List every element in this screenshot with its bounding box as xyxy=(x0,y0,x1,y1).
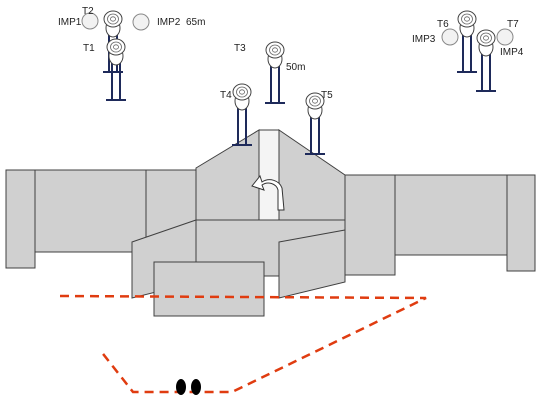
no-shoot-disc-icon xyxy=(441,28,459,46)
no-shoot-disc-icon xyxy=(496,28,514,46)
label-t6: T6 xyxy=(437,19,449,30)
label-t5: T5 xyxy=(321,90,333,101)
wall-front-box xyxy=(153,261,265,317)
wall-far-left-end xyxy=(5,169,36,269)
label-t2: T2 xyxy=(82,6,94,17)
no-shoot-disc-icon xyxy=(132,13,150,31)
wall-inner-right-angled xyxy=(278,229,346,299)
steel-target-icon xyxy=(264,41,286,104)
steel-target-icon xyxy=(456,10,478,73)
steel-target-icon xyxy=(475,29,497,92)
label-t7: T7 xyxy=(507,19,519,30)
label-imp1: IMP1 xyxy=(58,17,82,28)
wall-far-right-end xyxy=(506,174,536,272)
wall-right-mid xyxy=(344,174,396,276)
port-opening xyxy=(258,129,280,221)
label-distance-50: 50m xyxy=(286,62,305,73)
label-distance-65: 65m xyxy=(186,17,205,28)
label-imp3: IMP3 xyxy=(412,34,436,45)
shooter-footprints-icon xyxy=(191,379,201,395)
label-imp2: IMP2 xyxy=(157,17,181,28)
label-imp4: IMP4 xyxy=(500,47,524,58)
steel-target-icon xyxy=(304,92,326,155)
label-t3: T3 xyxy=(234,43,246,54)
wall-right-back xyxy=(394,174,508,256)
curved-arrow-icon xyxy=(251,174,285,211)
fault-line xyxy=(59,294,427,394)
barricade-left-wing xyxy=(195,129,260,221)
label-t1: T1 xyxy=(83,43,95,54)
shooter-footprints-icon xyxy=(176,379,186,395)
label-t4: T4 xyxy=(220,90,232,101)
wall-left-back xyxy=(34,169,147,253)
